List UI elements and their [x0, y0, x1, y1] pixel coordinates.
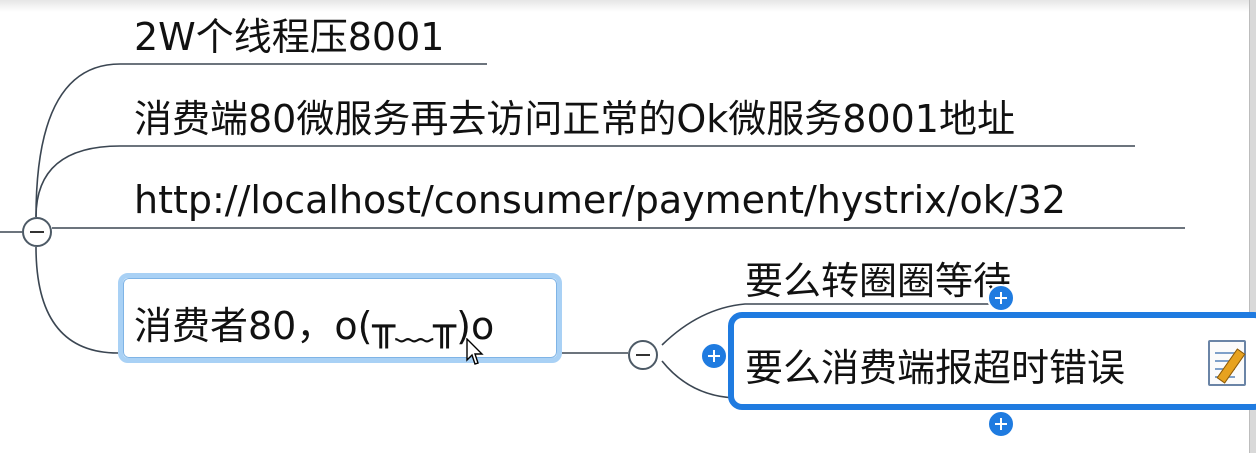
scrollbar-edge[interactable] [1249, 0, 1256, 453]
branch-4-connector [35, 246, 119, 354]
notes-line [1215, 352, 1235, 354]
subtopic-1-connector [661, 303, 1000, 346]
selected-topic-inner-border [123, 278, 557, 358]
notes-icon[interactable] [1208, 340, 1246, 386]
notes-line [1215, 360, 1235, 362]
add-topic-icon[interactable] [987, 284, 1015, 312]
subtopic-2[interactable]: 要么消费端报超时错误 [745, 346, 1126, 390]
active-topic-box[interactable] [728, 312, 1256, 410]
branch-1-connector [35, 63, 487, 218]
branch-2-connector [35, 145, 1135, 218]
window-top-shade [0, 0, 1256, 12]
collapse-icon[interactable] [628, 340, 658, 370]
branch-topic-3[interactable]: http://localhost/consumer/payment/hystri… [134, 178, 1066, 222]
branch-topic-1[interactable]: 2W个线程压8001 [134, 15, 445, 59]
branch-topic-2[interactable]: 消费端80微服务再去访问正常的Ok微服务8001地址 [134, 97, 1015, 141]
subtopic-1[interactable]: 要么转圈圈等待 [745, 259, 1012, 303]
selected-topic-box[interactable] [118, 273, 562, 363]
add-topic-icon[interactable] [987, 410, 1015, 438]
add-topic-icon[interactable] [700, 342, 728, 370]
mouse-cursor-icon [466, 338, 484, 365]
selected-topic-label[interactable]: 消费者80，o(╥﹏╥)o [134, 304, 495, 348]
collapse-icon[interactable] [22, 217, 52, 247]
subtopic-2-connector [661, 360, 736, 399]
